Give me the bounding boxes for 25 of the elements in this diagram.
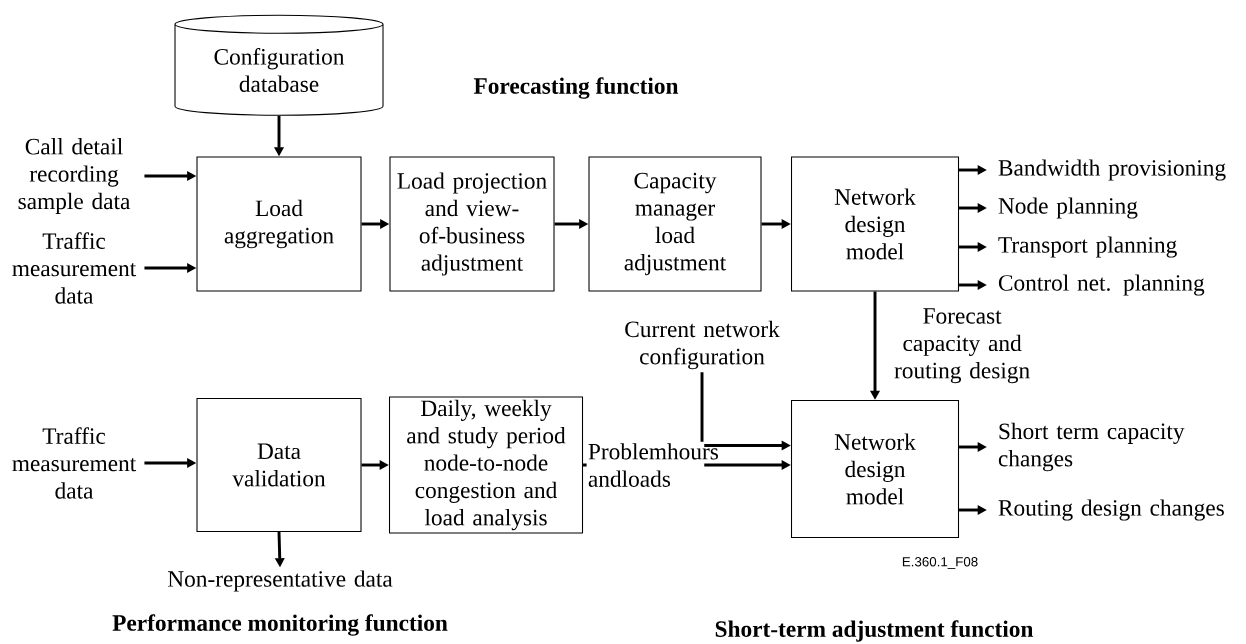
- output-text: Short term capacity changes: [998, 422, 1185, 472]
- output-text: Routing design changes: [998, 499, 1224, 521]
- edge-label: Forecast capacity and routing design: [894, 308, 1030, 384]
- process-box: Network design model: [790, 156, 960, 292]
- section-heading: Performance monitoring function: [112, 614, 448, 636]
- flow-text: Current network configuration: [625, 320, 780, 370]
- process-box: Load projection and view-of-business adjustment: [389, 156, 555, 292]
- process-box: Daily, weekly and study period node-to-node congestion and load analysis: [388, 396, 584, 534]
- edge-label: Problemhours andloads: [586, 441, 718, 489]
- flow-text: Traffic measurement data: [12, 427, 137, 499]
- output-text: Transport planning: [998, 236, 1177, 258]
- flow-text: Traffic measurement data: [12, 232, 137, 304]
- section-heading: Forecasting function: [473, 77, 679, 99]
- figure-code: E.360.1_F08: [902, 557, 978, 569]
- process-box: Load aggregation: [196, 156, 362, 292]
- output-text: Node planning: [998, 197, 1138, 219]
- process-box: Data validation: [196, 397, 362, 533]
- flow-text: Non-representative data: [167, 570, 393, 592]
- process-box: Network design model: [790, 399, 960, 539]
- database-cylinder: Configuration database: [174, 14, 384, 116]
- flow-text: Call detail recording sample data: [18, 138, 131, 214]
- output-text: Control net. planning: [998, 274, 1205, 296]
- process-box: Capacity manager load adjustment: [588, 156, 762, 292]
- section-heading: Short-term adjustment function: [715, 620, 1034, 642]
- output-text: Bandwidth provisioning: [998, 159, 1226, 181]
